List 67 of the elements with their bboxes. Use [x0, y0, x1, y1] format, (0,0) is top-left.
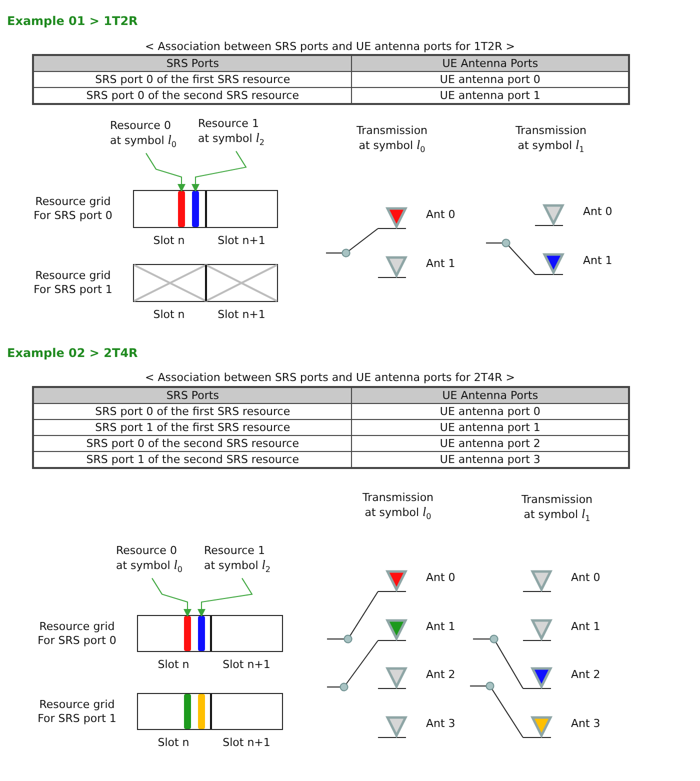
- column-heading: Transmission at symbol l$_{0}$: [355, 124, 429, 156]
- table-cell: UE antenna port 0: [352, 72, 629, 88]
- leader-line: [146, 152, 186, 192]
- antenna-label: Ant 0: [571, 571, 600, 585]
- antenna-label: Ant 1: [583, 254, 612, 268]
- leader-line: [152, 578, 192, 617]
- switch-line: [486, 682, 524, 738]
- example-heading: Example 02 > 2T4R: [7, 346, 138, 360]
- table-cell: SRS port 1 of the first SRS resource: [33, 420, 352, 436]
- resource-bar: [184, 694, 191, 729]
- antenna-label: Ant 1: [571, 620, 600, 634]
- antenna-label: Ant 1: [426, 257, 456, 271]
- table-caption: < Association between SRS ports and UE antenna ports for 1T2R >: [145, 40, 515, 54]
- resource-grid: [137, 615, 283, 652]
- leader-line: [198, 578, 253, 617]
- slot-label: Slot n+1: [218, 308, 266, 322]
- slot-label: Slot n: [158, 736, 190, 750]
- antenna-label: Ant 0: [426, 208, 456, 222]
- resource-label: Resource 1 at symbol l$_{2}$: [204, 544, 274, 578]
- table-cell: SRS port 0 of the first SRS resource: [33, 404, 352, 420]
- slot-label: Slot n+1: [222, 658, 270, 672]
- antenna-label: Ant 2: [426, 668, 456, 682]
- header-cell: SRS Ports: [33, 55, 352, 72]
- slot-label: Slot n: [158, 658, 190, 672]
- resource-bar: [198, 616, 205, 651]
- resource-bar: [178, 191, 185, 227]
- leader-line: [192, 150, 247, 192]
- header-cell: SRS Ports: [33, 387, 352, 404]
- antenna-label: Ant 1: [426, 620, 456, 634]
- antenna-label: Ant 3: [426, 717, 456, 731]
- table-cell: UE antenna port 0: [352, 404, 629, 420]
- resource-bar: [184, 616, 191, 651]
- resource-bar: [192, 191, 199, 227]
- resource-label: Resource 0 at symbol l$_{0}$: [116, 544, 186, 578]
- grid-label: Resource grid For SRS port 0: [32, 195, 114, 223]
- slot-label: Slot n+1: [222, 736, 270, 750]
- column-heading: Transmission at symbol l$_{1}$: [514, 124, 588, 156]
- grid-label: Resource grid For SRS port 0: [36, 620, 118, 648]
- header-cell: UE Antenna Ports: [352, 55, 629, 72]
- switch-line: [502, 238, 536, 275]
- table-cell: SRS port 0 of the second SRS resource: [33, 436, 352, 452]
- slot-label: Slot n: [153, 308, 185, 322]
- switch-line: [340, 640, 378, 692]
- antenna-label: Ant 0: [583, 205, 612, 219]
- switch-line: [342, 228, 378, 258]
- resource-bar: [198, 694, 205, 729]
- switch-line: [490, 634, 524, 689]
- grid-label: Resource grid For SRS port 1: [36, 698, 118, 726]
- column-heading: Transmission at symbol l$_{1}$: [520, 493, 594, 526]
- resource-grid: [133, 190, 278, 228]
- header-cell: UE Antenna Ports: [352, 387, 629, 404]
- example-heading: Example 01 > 1T2R: [7, 14, 138, 28]
- antenna-label: Ant 0: [426, 571, 456, 585]
- antenna-label: Ant 2: [571, 668, 600, 682]
- table-caption: < Association between SRS ports and UE antenna ports for 2T4R >: [145, 371, 515, 385]
- switch-line: [344, 591, 378, 644]
- table-cell: SRS port 0 of the first SRS resource: [33, 72, 352, 88]
- resource-label: Resource 1 at symbol l$_{2}$: [198, 117, 268, 150]
- resource-label: Resource 0 at symbol l$_{0}$: [110, 119, 180, 152]
- antenna-label: Ant 3: [571, 717, 600, 731]
- resource-grid: [133, 264, 278, 302]
- column-heading: Transmission at symbol l$_{0}$: [361, 491, 435, 524]
- resource-grid: [137, 693, 283, 730]
- grid-label: Resource grid For SRS port 1: [32, 269, 114, 297]
- slot-label: Slot n: [153, 234, 185, 248]
- table-cell: UE antenna port 2: [352, 436, 629, 452]
- slot-label: Slot n+1: [218, 234, 266, 248]
